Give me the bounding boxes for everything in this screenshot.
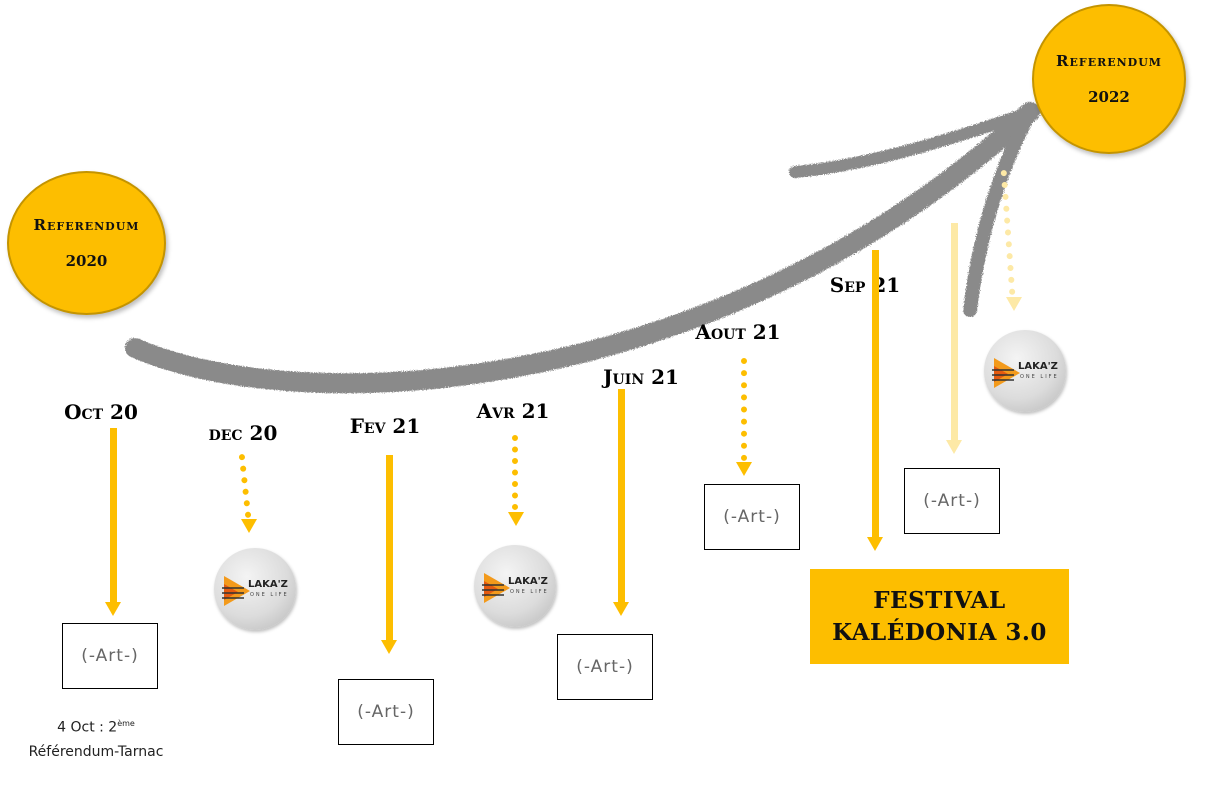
solid-arrow-fev bbox=[386, 455, 393, 640]
light-arrowhead-late bbox=[946, 440, 962, 454]
art-box-fev: (-Art-) bbox=[338, 679, 434, 745]
lakaz-sub: ONE LIFE bbox=[1020, 374, 1059, 380]
lakaz-sub: ONE LIFE bbox=[510, 589, 549, 595]
art-box-aout: (-Art-) bbox=[704, 484, 800, 550]
lakaz-logo-icon: LAKA'Z ONE LIFE bbox=[214, 548, 296, 630]
art-label: (-Art-) bbox=[576, 657, 634, 677]
art-label: (-Art-) bbox=[723, 507, 781, 527]
solid-arrowhead-sep bbox=[867, 537, 883, 551]
referendum-label: Referendum bbox=[1056, 52, 1162, 70]
festival-line2: KALÉDONIA 3.0 bbox=[832, 618, 1047, 646]
referendum-label: Referendum bbox=[33, 216, 140, 234]
festival-line1: FESTIVAL bbox=[873, 586, 1006, 614]
light-dashed-arrowhead-late bbox=[1006, 297, 1022, 311]
referendum-year: 2020 bbox=[65, 252, 108, 270]
note-line1: 4 Oct : 2 bbox=[57, 719, 118, 736]
month-label-avr-21: Avr 21 bbox=[476, 399, 550, 423]
dashed-arrowhead-avr bbox=[508, 512, 524, 526]
art-label: (-Art-) bbox=[923, 491, 981, 511]
festival-box: FESTIVAL KALÉDONIA 3.0 bbox=[810, 569, 1069, 664]
dashed-arrowhead-aout bbox=[736, 462, 752, 476]
referendum-note: 4 Oct : 2ème Référendum-Tarnac bbox=[6, 712, 186, 764]
month-label-aout-21: Aout 21 bbox=[695, 320, 781, 344]
lakaz-name: LAKA'Z bbox=[248, 579, 288, 590]
note-line2: Référendum-Tarnac bbox=[28, 743, 164, 760]
lakaz-logo-icon: LAKA'Z ONE LIFE bbox=[984, 330, 1066, 412]
dashed-arrowhead-dec bbox=[241, 519, 257, 533]
dashed-arrow-avr bbox=[512, 435, 518, 510]
month-label-oct-20: Oct 20 bbox=[64, 400, 138, 424]
lakaz-logo-icon: LAKA'Z ONE LIFE bbox=[474, 545, 556, 627]
art-box-late: (-Art-) bbox=[904, 468, 1000, 534]
lakaz-sub: ONE LIFE bbox=[250, 592, 289, 598]
lakaz-name: LAKA'Z bbox=[508, 576, 548, 587]
solid-arrow-sep bbox=[872, 250, 879, 537]
month-label-sep-21: Sep 21 bbox=[829, 273, 901, 297]
art-box-juin: (-Art-) bbox=[557, 634, 653, 700]
month-label-fev-21: Fev 21 bbox=[349, 414, 421, 438]
month-label-dec-20: dec 20 bbox=[208, 421, 278, 445]
art-label: (-Art-) bbox=[357, 702, 415, 722]
solid-arrow-juin bbox=[618, 389, 625, 602]
referendum-2022-circle: Referendum 2022 bbox=[1032, 4, 1186, 154]
referendum-2020-circle: Referendum 2020 bbox=[7, 171, 166, 315]
light-arrow-late bbox=[951, 223, 958, 441]
art-label: (-Art-) bbox=[81, 646, 139, 666]
lakaz-name: LAKA'Z bbox=[1018, 361, 1058, 372]
dashed-arrow-aout bbox=[741, 358, 747, 461]
note-sup: ème bbox=[117, 719, 135, 728]
referendum-year: 2022 bbox=[1088, 88, 1130, 106]
solid-arrow-oct bbox=[110, 428, 117, 603]
month-label-juin-21: Juin 21 bbox=[603, 365, 679, 389]
solid-arrowhead-juin bbox=[613, 602, 629, 616]
art-box-oct: (-Art-) bbox=[62, 623, 158, 689]
solid-arrowhead-oct bbox=[105, 602, 121, 616]
solid-arrowhead-fev bbox=[381, 640, 397, 654]
